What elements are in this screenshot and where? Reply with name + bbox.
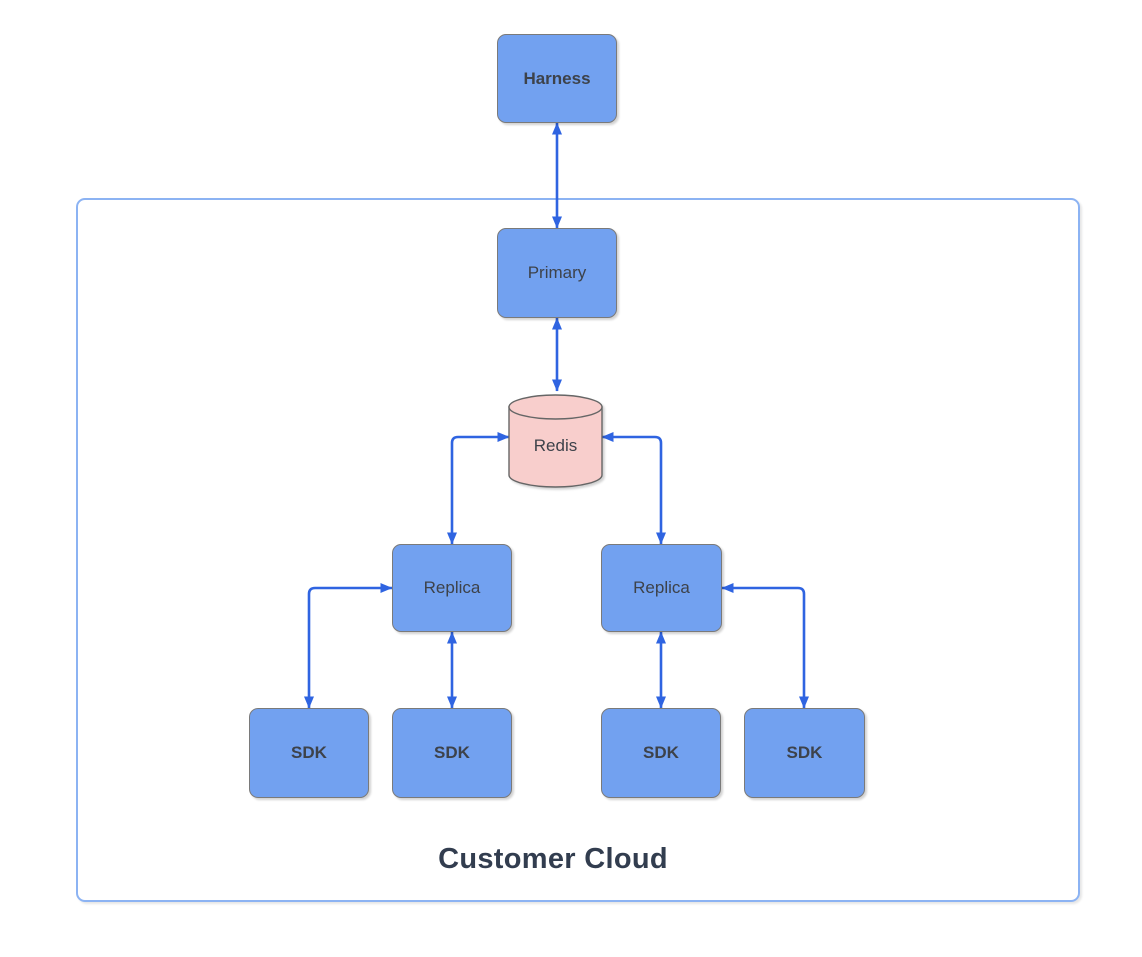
node-sdk-inner-right: SDK bbox=[601, 708, 721, 798]
node-replica-right: Replica bbox=[601, 544, 722, 632]
edge-replica-left-redis bbox=[447, 432, 510, 545]
node-sdk-inner-right-label: SDK bbox=[643, 743, 679, 762]
customer-cloud-title: Customer Cloud bbox=[438, 843, 668, 875]
node-replica-left: Replica bbox=[392, 544, 512, 632]
node-sdk-outer-left-label: SDK bbox=[291, 743, 327, 762]
node-replica-left-label: Replica bbox=[423, 578, 481, 597]
node-sdk-inner-left-label: SDK bbox=[434, 743, 470, 762]
redis-cylinder bbox=[508, 394, 603, 488]
edge-replica-right-redis bbox=[601, 432, 666, 545]
node-harness-label: Harness bbox=[523, 68, 591, 88]
node-replica-right-label: Replica bbox=[633, 578, 690, 597]
node-primary-label: Primary bbox=[527, 263, 587, 282]
customer-cloud-container bbox=[76, 198, 1080, 902]
node-harness: Harness bbox=[497, 34, 617, 123]
node-sdk-outer-right-label: SDK bbox=[786, 743, 823, 762]
node-sdk-outer-right: SDK bbox=[744, 708, 865, 798]
node-redis: Redis bbox=[509, 395, 602, 487]
node-redis-label: Redis bbox=[533, 435, 578, 455]
edge-sdk-outer-left-replica-left bbox=[304, 583, 393, 709]
node-sdk-inner-left: SDK bbox=[392, 708, 512, 798]
edge-sdk-outer-right-replica-right bbox=[721, 583, 809, 709]
node-sdk-outer-left: SDK bbox=[249, 708, 369, 798]
node-primary: Primary bbox=[497, 228, 617, 318]
